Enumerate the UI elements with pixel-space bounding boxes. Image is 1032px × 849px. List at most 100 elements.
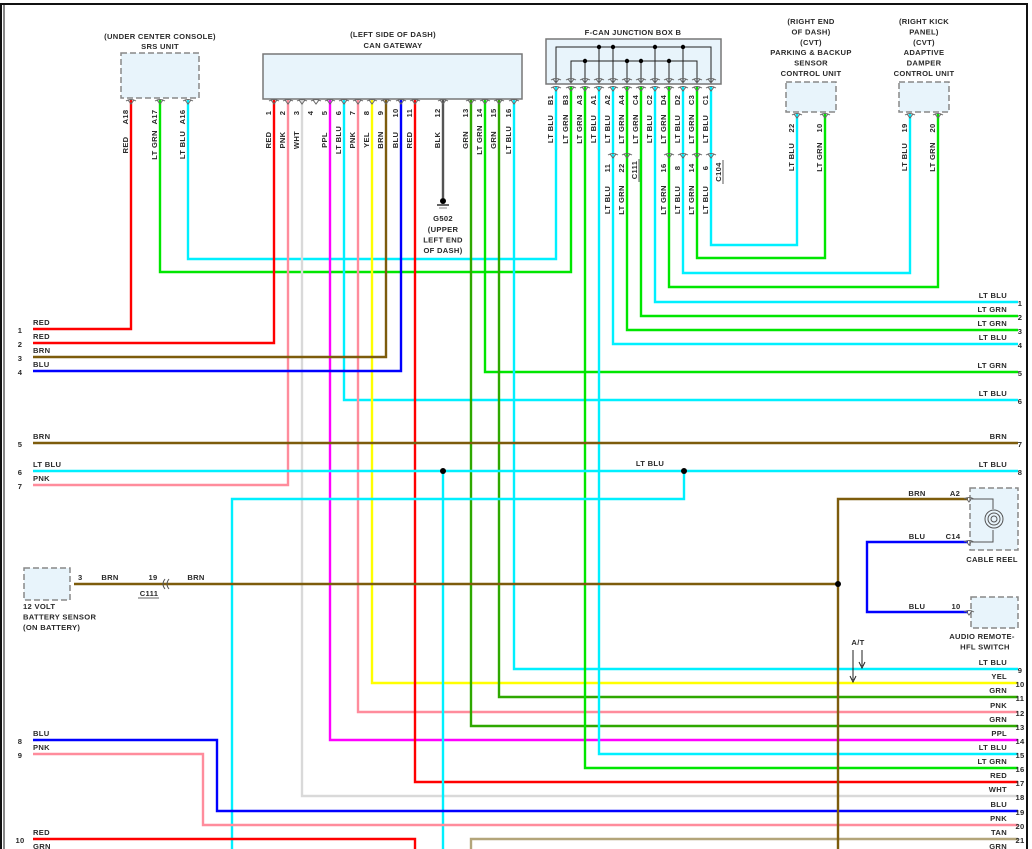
wire-color-label: LT GRN [475,125,484,155]
pin-label: C14 [946,532,961,541]
connector-pin-icon [593,78,605,84]
connector-pin-icon [593,86,605,92]
ground-location: (UPPER [428,225,459,234]
right-terminal-wire-label: LT BLU [979,460,1007,469]
wire-color-label: LT BLU [701,186,710,214]
pin-label: D2 [673,95,682,105]
connector-pin-icon [663,153,675,159]
pin-label: 7 [348,111,357,116]
pin-label: A2 [950,489,960,498]
connector-pin-icon [268,99,280,105]
right-terminal-number: 10 [1015,680,1024,689]
splice-dot-icon [582,58,588,64]
pin-label: A3 [575,95,584,105]
right-terminal-wire-label: LT BLU [979,333,1007,342]
wire-color-label: LT GRN [687,114,696,144]
damper-unit-title: ADAPTIVE [904,48,945,57]
wire [158,86,573,274]
cable-reel-box [969,487,1019,551]
wire [512,100,1018,671]
can-gateway-name: CAN GATEWAY [364,41,423,50]
splice-dot-icon [440,468,446,474]
pin-label: 15 [489,108,498,118]
connector-pin-icon [125,99,137,105]
left-terminal-number: 5 [18,440,23,449]
connector-pin-icon [338,99,350,105]
can-gateway-box [262,53,523,100]
wire [667,86,940,289]
right-terminal-number: 1 [1018,299,1023,308]
battery-sensor-title: (ON BATTERY) [23,623,80,632]
pin-label: C1 [701,94,710,105]
wire-color-label: LT BLU [178,131,187,159]
wire-color-label: LT GRN [631,114,640,144]
left-terminal-wire-label: RED [33,318,50,327]
right-terminal-wire-label: LT GRN [978,757,1008,766]
wire-color-label: LT GRN [659,114,668,144]
right-terminal-wire-label: PNK [990,701,1007,710]
wire [483,100,1018,374]
connector-id: C111 [630,160,639,179]
cable-reel-spiral-icon [987,512,1001,526]
left-terminal-wire-label: LT BLU [33,460,61,469]
parking-sensor-unit-title: (CVT) [800,38,822,47]
connector-id: C104 [714,162,723,182]
right-terminal-wire-label: WHT [989,785,1007,794]
wire [583,86,1018,770]
wire [709,86,799,247]
pin-label: 14 [475,108,484,118]
wire-color-label: LT BLU [636,459,664,468]
right-terminal-number: 17 [1015,779,1024,788]
right-terminal-number: 11 [1016,694,1025,703]
wire-color-label: LT GRN [575,114,584,144]
connector-pin-icon [409,99,421,105]
left-terminal-number: 7 [18,482,23,491]
right-terminal-number: 13 [1015,723,1024,732]
pin-label: B1 [546,94,555,105]
srs-unit-name: SRS UNIT [141,42,179,51]
pin-label: 11 [603,163,612,172]
connector-pin-icon [635,78,647,84]
connector-pin-icon [493,99,505,105]
wire-color-label: WHT [292,131,301,149]
pin-label: 10 [951,602,960,611]
left-terminal-number: 10 [15,836,24,845]
wire [33,100,388,359]
wire [611,86,1018,346]
parking-sensor-unit-title: SENSOR [794,59,828,68]
right-terminal-wire-label: LT BLU [979,658,1007,667]
connector-pin-icon [607,86,619,92]
connector-pin-icon [691,153,703,159]
right-terminal-wire-label: BRN [990,432,1007,441]
connector-pin-icon [324,99,336,105]
connector-pin-icon [819,113,831,119]
pin-label: 14 [687,163,696,173]
right-terminal-wire-label: BLU [990,800,1007,809]
pin-label: 11 [405,108,414,117]
wire-color-label: RED [264,131,273,148]
left-terminal-number: 9 [18,751,23,760]
right-terminal-number: 20 [1015,822,1024,831]
cable-reel-name: CABLE REEL [966,555,1018,564]
cable-reel-spiral-icon [984,509,1004,529]
pin-label: 8 [362,111,371,116]
wire-color-label: LT GRN [561,114,570,144]
left-terminal-wire-label: BRN [33,432,50,441]
right-terminal-wire-label: PPL [991,729,1007,738]
connector-pin-icon [621,153,633,159]
wire [230,471,686,849]
pin-label: 12 [433,108,442,117]
pin-label: 2 [278,111,287,116]
wire-color-label: BRN [376,131,385,148]
wire [639,86,1018,318]
pin-label: 4 [306,110,315,115]
wire-color-label: LT GRN [659,185,668,215]
connector-pin-icon [162,578,170,590]
wire-color-label: LT GRN [687,185,696,215]
pin-label: A18 [121,110,130,125]
left-terminal-number: 3 [18,354,23,363]
right-terminal-number: 6 [1018,397,1023,406]
audio-switch-box [970,596,1019,629]
audio-switch-name: HFL SWITCH [960,643,1010,652]
right-terminal-wire-label: LT GRN [978,319,1008,328]
